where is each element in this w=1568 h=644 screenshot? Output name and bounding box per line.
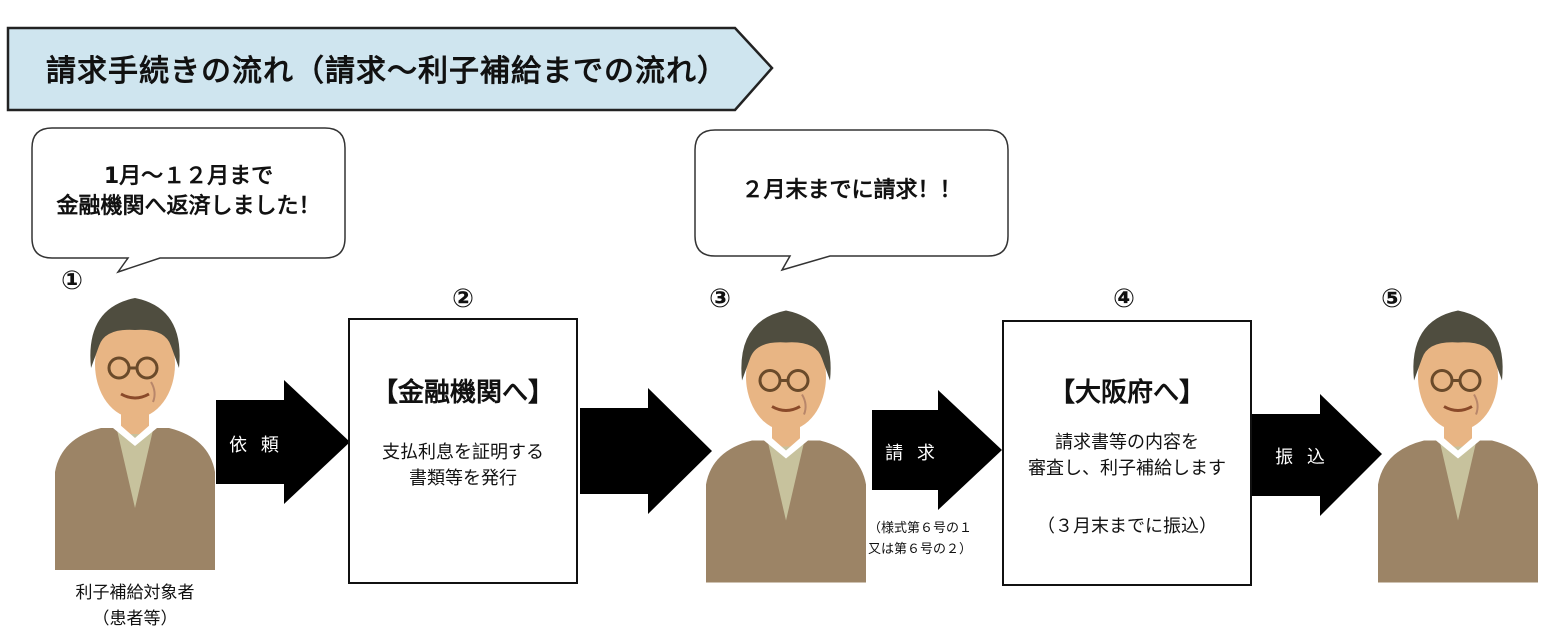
- arrow-claim: [872, 390, 1002, 510]
- arrow-label-transfer: 振 込: [1275, 447, 1329, 468]
- form-note-line-2: 又は第６号の２）: [868, 542, 973, 557]
- person-2-figure: [706, 310, 866, 583]
- box-financial-institution: [348, 318, 578, 584]
- speech-bubble-2: [694, 129, 1009, 272]
- form-note-line-1: （様式第６号の１: [868, 521, 973, 536]
- person-caption-line-2: （患者等）: [92, 609, 178, 629]
- person-1-figure: [55, 298, 215, 570]
- page-title: 請求手続きの流れ（請求～利子補給までの流れ）: [46, 54, 728, 89]
- box-osaka-line-2: 審査し、利子補給します: [1028, 458, 1226, 479]
- box-financial-line-2: 書類等を発行: [409, 468, 517, 489]
- arrow-label-request: 依 頼: [229, 435, 283, 456]
- step-number-5: ⑤: [1380, 284, 1403, 314]
- arrow-request: [216, 380, 350, 504]
- step-number-1: ①: [60, 266, 83, 296]
- person-caption-line-1: 利子補給対象者: [75, 583, 195, 603]
- box-osaka-title: 【大阪府へ】: [1048, 378, 1205, 408]
- bubble-1-text: 1月～１２月まで 金融機関へ返済しました！: [32, 162, 345, 222]
- box-osaka-text: 請求書等の内容を 審査し、利子補給します: [1002, 430, 1252, 482]
- arrow-transfer: [1252, 394, 1382, 516]
- box-financial-line-1: 支払利息を証明する: [382, 442, 544, 463]
- speech-bubble-1: [31, 127, 346, 274]
- arrow-label-claim: 請 求: [885, 443, 939, 464]
- box-osaka-line-1: 請求書等の内容を: [1055, 432, 1199, 453]
- bubble-2-line-1: ２月末までに請求！！: [741, 178, 962, 203]
- box-osaka-note: （３月末までに振込）: [1037, 516, 1217, 537]
- arrow-issue: [580, 388, 712, 514]
- box-financial-title: 【金融機関へ】: [371, 378, 554, 408]
- step-number-4: ④: [1112, 284, 1135, 314]
- step-number-3: ③: [708, 284, 731, 314]
- person-illustration-1: [55, 298, 215, 570]
- step-number-2: ②: [451, 284, 474, 314]
- person-3-figure: [1378, 310, 1538, 583]
- bubble-1-line-1: 1月～１２月まで: [103, 164, 274, 189]
- person-illustration-3: [1378, 310, 1538, 583]
- bubble-2-text: ２月末までに請求！！: [695, 176, 1008, 206]
- person-illustration-2: [706, 310, 866, 583]
- bubble-1-line-2: 金融機関へ返済しました！: [56, 194, 321, 219]
- box-financial-text: 支払利息を証明する 書類等を発行: [348, 440, 578, 492]
- form-note: （様式第６号の１ 又は第６号の２）: [868, 518, 972, 560]
- person-caption: 利子補給対象者 （患者等）: [40, 580, 230, 632]
- box-osaka: [1002, 320, 1252, 586]
